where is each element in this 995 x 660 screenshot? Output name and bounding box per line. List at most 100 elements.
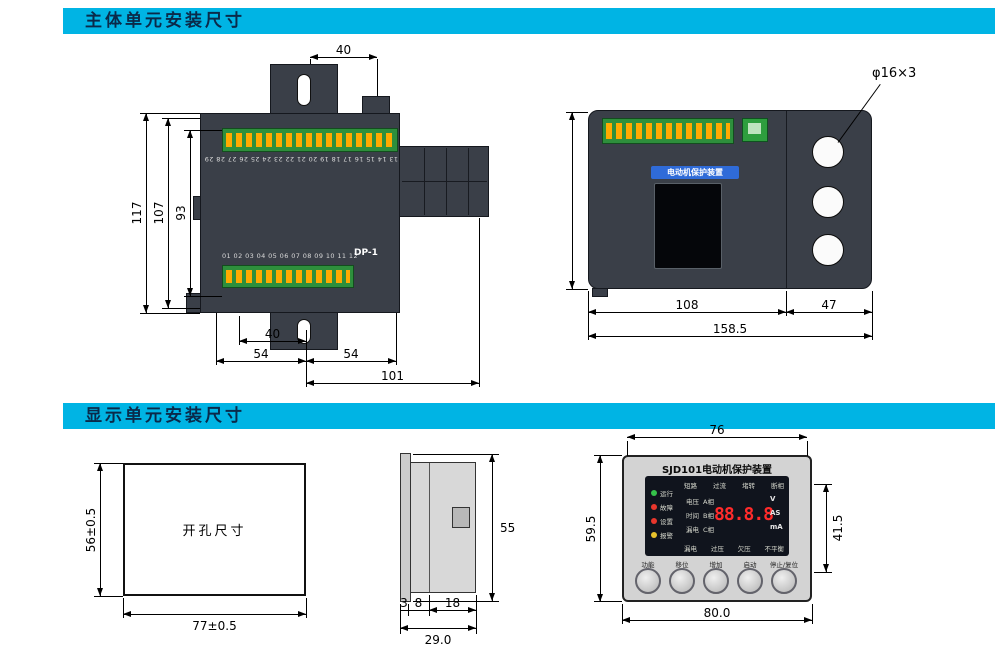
extension-line xyxy=(184,130,222,131)
side-clip xyxy=(452,507,470,528)
led-label: 报警 xyxy=(660,532,673,540)
dim-label: 56±0.5 xyxy=(84,507,98,552)
dim-panel-right: 41.5 xyxy=(823,484,845,572)
param-row-leakage: 漏电 C相 xyxy=(686,524,714,534)
mounting-hole-3 xyxy=(812,234,844,266)
dim-side-bezel: 3 xyxy=(400,596,408,611)
panel-title: SJD101电动机保护装置 xyxy=(661,465,773,476)
extension-line xyxy=(807,441,808,456)
extension-line xyxy=(566,289,588,290)
dim-width-left: 108 xyxy=(588,298,786,315)
led-label: 故障 xyxy=(660,504,673,512)
dim-label: 77±0.5 xyxy=(192,619,237,633)
dim-bottom-slot: 40 xyxy=(239,327,306,344)
led-set: 设置 xyxy=(651,516,673,526)
status-item: 堵转 xyxy=(742,482,755,490)
status-item: 短路 xyxy=(684,482,697,490)
din-foot xyxy=(592,288,608,297)
led-dot xyxy=(651,490,657,496)
dim-bottom-total: 101 xyxy=(306,369,479,386)
hole-spec: φ16×3 xyxy=(872,66,917,81)
status-item: 欠压 xyxy=(737,545,751,553)
dim-label: 18 xyxy=(444,596,461,610)
side-divider xyxy=(429,463,430,592)
param-name: 时间 xyxy=(686,512,699,520)
dim-side-height: 55 xyxy=(489,454,515,601)
dim-bottom-right: 54 xyxy=(306,347,396,364)
dim-front-height xyxy=(569,112,575,289)
dim-label: 29.0 xyxy=(424,633,452,647)
extension-line xyxy=(239,316,240,345)
extension-line xyxy=(814,572,832,573)
param-phase: A相 xyxy=(703,498,714,506)
led-label: 运行 xyxy=(660,490,673,498)
stop-reset-button xyxy=(771,568,797,594)
seven-segment-display: 88.8.8 xyxy=(714,504,774,525)
dim-label: 41.5 xyxy=(831,514,845,542)
display-unit-header-bar: 显示单元安装尺寸 xyxy=(63,403,995,429)
main-unit-title: 主体单元安装尺寸 xyxy=(85,11,245,31)
button-label-stop-reset: 停止/复位 xyxy=(769,561,799,569)
front-display-window xyxy=(654,183,722,269)
dim-label: 108 xyxy=(675,298,699,312)
dim-side-body: 18 xyxy=(429,596,476,613)
display-units: V AS mA xyxy=(770,492,788,534)
dim-side-total: 29.0 xyxy=(400,625,476,647)
extension-line xyxy=(594,455,622,456)
dim-bottom-left: 54 xyxy=(216,347,306,364)
dim-width-right: 47 xyxy=(786,298,872,315)
button-label-shift: 移位 xyxy=(675,561,689,569)
led-alarm: 报警 xyxy=(651,530,673,540)
mounting-hole-2 xyxy=(812,186,844,218)
port-label: DP-1 xyxy=(354,248,378,258)
cutout-rect: 开孔尺寸 xyxy=(123,463,306,596)
terminal-strip-bottom xyxy=(222,265,354,288)
extension-line xyxy=(627,441,628,456)
extension-line xyxy=(476,595,477,634)
led-fault: 故障 xyxy=(651,502,673,512)
display-unit-title: 显示单元安装尺寸 xyxy=(85,406,245,426)
function-button xyxy=(635,568,661,594)
dim-label: 117 xyxy=(130,201,144,225)
panel-display xyxy=(645,476,789,556)
device-label: 电动机保护装置 xyxy=(651,166,739,179)
extension-line xyxy=(396,313,397,365)
status-item: 漏电 xyxy=(684,545,697,553)
param-row-voltage: 电压 A相 xyxy=(686,496,714,506)
extension-line xyxy=(123,598,124,618)
extension-line xyxy=(94,596,123,597)
dim-label: 76 xyxy=(709,423,725,437)
param-phase: C相 xyxy=(703,526,715,534)
param-row-time: 时间 B相 xyxy=(686,510,714,520)
dim-label: 93 xyxy=(174,205,188,221)
extension-line xyxy=(377,59,378,99)
mounting-slot-top xyxy=(297,74,311,106)
network-port-inner xyxy=(748,123,761,134)
button-label-increase: 增加 xyxy=(709,561,723,569)
dim-panel-left: 59.5 xyxy=(584,455,603,602)
unit-ma: mA xyxy=(770,523,783,531)
dim-cutout-height: 56±0.5 xyxy=(84,463,103,596)
led-dot xyxy=(651,518,657,524)
dim-panel-bottom: 80.0 xyxy=(622,606,812,623)
status-item: 过流 xyxy=(713,482,726,490)
param-name: 电压 xyxy=(686,498,699,506)
dim-label: 47 xyxy=(821,298,837,312)
status-row-bottom: 漏电 过压 欠压 不平衡 xyxy=(684,543,784,553)
front-terminal-strip xyxy=(602,118,734,144)
extension-line xyxy=(479,218,480,387)
dim-label: 107 xyxy=(152,201,166,225)
shift-button xyxy=(669,568,695,594)
dim-label: 80.0 xyxy=(703,606,731,620)
extension-line xyxy=(184,296,222,297)
dim-label: 40 xyxy=(264,327,281,341)
dim-label: 40 xyxy=(335,43,352,57)
extension-line xyxy=(216,313,217,365)
mounting-hole-1 xyxy=(812,136,844,168)
dim-height-mid: 107 xyxy=(152,118,171,308)
status-item: 断相 xyxy=(771,482,784,490)
extension-line xyxy=(566,112,588,113)
dim-height-inner: 93 xyxy=(174,130,193,296)
dim-label: 101 xyxy=(381,369,404,383)
